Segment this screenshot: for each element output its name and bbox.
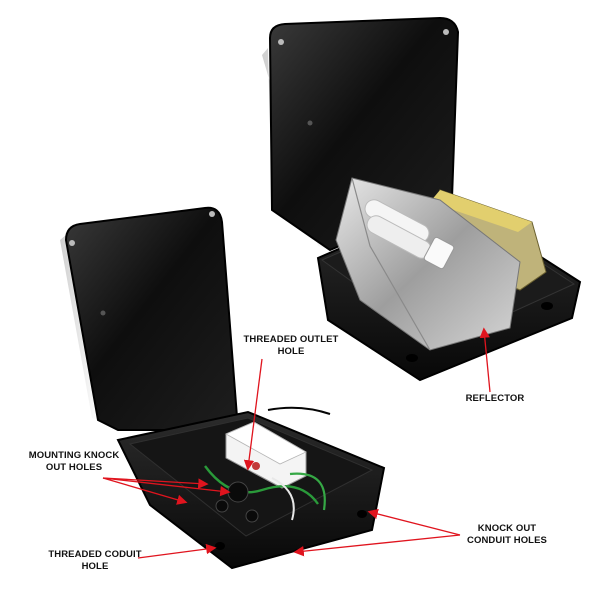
threaded-outlet xyxy=(252,462,260,470)
left-lid-screw xyxy=(69,240,75,246)
conduit-hole xyxy=(215,542,225,550)
mounting-knockout-hole xyxy=(245,509,259,523)
driver-box-top xyxy=(225,421,307,465)
reflector-fold xyxy=(351,177,431,351)
left-lid-screw xyxy=(100,310,106,316)
cfl-lamp xyxy=(364,199,455,270)
label-knock-out-conduit-holes: KNOCK OUT CONDUIT HOLES xyxy=(467,523,547,546)
left-lid-screw xyxy=(209,211,215,217)
right-lid-screw xyxy=(278,39,284,45)
arrow-mounting-3 xyxy=(102,477,209,489)
arrow-mounting-1 xyxy=(102,477,231,497)
arrow-threaded-outlet xyxy=(243,358,263,471)
left-lid-outer-edge xyxy=(60,235,98,420)
wire-black xyxy=(267,406,331,415)
arrow-knockout-1 xyxy=(367,508,461,536)
wire-green xyxy=(289,472,326,511)
arrow-reflector xyxy=(479,327,491,393)
left-base-interior xyxy=(128,417,374,537)
arrow-threaded-coduit xyxy=(137,543,217,559)
right-lid-screw xyxy=(307,120,313,126)
fixture-right xyxy=(262,16,582,382)
mounting-knockout-hole xyxy=(215,499,229,513)
callout-arrows xyxy=(102,327,491,559)
label-threaded-coduit-hole: THREADED CODUIT HOLE xyxy=(48,549,142,572)
arrow-mounting-2 xyxy=(102,477,188,505)
label-reflector: REFLECTOR xyxy=(465,393,525,404)
right-lid-screw xyxy=(443,29,449,35)
wire-green xyxy=(204,465,319,505)
fixture-left xyxy=(60,206,386,570)
ballast-top xyxy=(430,190,532,232)
label-threaded-outlet-hole: THREADED OUTLET HOLE xyxy=(243,334,339,357)
conduit-hole xyxy=(357,510,367,518)
mounting-knockout-hole xyxy=(227,481,249,503)
label-mounting-knock-out-holes: MOUNTING KNOCK OUT HOLES xyxy=(28,450,120,473)
wire-white xyxy=(271,477,295,521)
right-base-hole xyxy=(541,302,553,310)
left-lid xyxy=(64,206,240,431)
right-base-hole xyxy=(406,354,418,362)
right-lid xyxy=(268,16,460,252)
arrow-knockout-2 xyxy=(293,534,461,557)
